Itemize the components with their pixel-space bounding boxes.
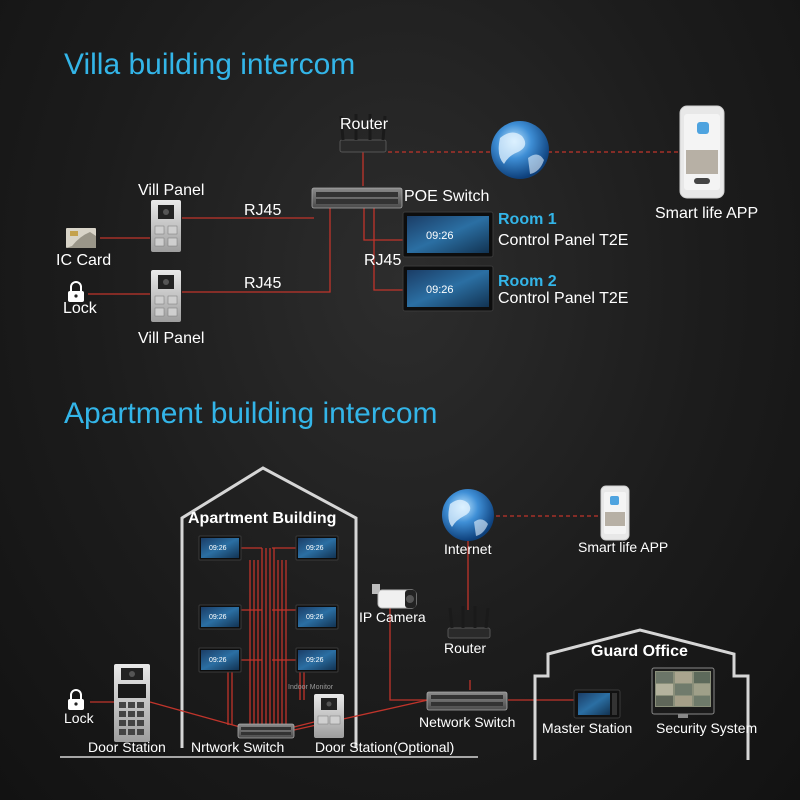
indoor-monitor-3-time: 09:26 [209,614,227,621]
nrtwork-switch-label: Nrtwork Switch [191,739,284,755]
apartment-smart-app-label: Smart life APP [578,539,668,555]
room1-desc: Control Panel T2E [498,232,628,249]
apartment-smartphone-icon [600,485,630,541]
room2-desc: Control Panel T2E [498,290,628,307]
villa-lock-label: Lock [63,300,98,317]
door-station-optional [314,694,344,738]
room2-name: Room 2 [498,273,557,290]
indoor-monitor-4-time: 09:26 [306,614,324,621]
indoor-monitor-6: 09:26 [295,647,339,673]
room2-screen-time: 09:26 [426,284,454,296]
villa-wiring [88,150,686,295]
security-system-monitor [651,667,715,718]
master-station [573,689,621,719]
door-station-optional-label: Door Station(Optional) [315,739,454,755]
apartment-router [447,606,491,639]
door-station [114,664,150,742]
villa-router-label: Router [340,116,389,133]
ic-card-label: IC Card [56,252,111,269]
villa-smart-app-label: Smart life APP [655,205,758,222]
guard-office-label: Guard Office [591,643,688,660]
villa-poe-switch-label: POE Switch [404,188,489,205]
internet-label: Internet [444,541,492,557]
indoor-monitor-1-time: 09:26 [209,545,227,552]
villa-vill-panel-bottom [151,270,181,322]
villa-vill-panel-top [151,200,181,252]
indoor-monitor-1: 09:26 [198,535,242,561]
master-station-label: Master Station [542,720,632,736]
indoor-monitor-4: 09:26 [295,604,339,630]
network-switch-label: Network Switch [419,714,515,730]
room1-name: Room 1 [498,211,557,228]
apartment-wiring [90,515,604,731]
apartment-building-outline [180,466,358,748]
indoor-monitor-2: 09:26 [295,535,339,561]
villa-router [339,114,387,153]
villa-lock-icon [68,281,84,302]
villa-rj45-bottom-label: RJ45 [244,275,281,292]
guard-office-outline [533,628,750,760]
security-system-label: Security System [656,720,757,736]
indoor-monitor-5: 09:26 [198,647,242,673]
door-station-label: Door Station [88,739,166,755]
network-switch [426,691,508,711]
building-network-switch [237,723,295,739]
indoor-monitor-label: Indoor Monitor [288,684,334,691]
apartment-lock-label: Lock [64,710,95,726]
apartment-building-label: Apartment Building [188,510,336,527]
apartment-title: Apartment building intercom [64,397,438,430]
room1-control-panel: 09:26 [402,211,494,258]
villa-globe-icon [491,121,549,179]
villa-vill-panel-top-label: Vill Panel [138,182,204,199]
internet-globe-icon [442,489,494,541]
indoor-monitor-6-time: 09:26 [306,657,324,664]
villa-title: Villa building intercom [64,48,355,81]
ic-card-icon [66,228,96,248]
villa-vill-panel-bottom-label: Vill Panel [138,330,204,347]
indoor-monitor-5-time: 09:26 [209,657,227,664]
villa-rj45-top-label: RJ45 [244,202,281,219]
room2-control-panel: 09:26 [402,265,494,312]
ip-camera-icon [372,584,417,609]
villa-rj45-mid-label: RJ45 [364,252,401,269]
ip-camera-label: IP Camera [359,609,426,625]
indoor-monitor-2-time: 09:26 [306,545,324,552]
apartment-lock-icon [68,689,84,710]
villa-poe-switch [311,187,403,209]
indoor-monitor-3: 09:26 [198,604,242,630]
room1-screen-time: 09:26 [426,230,454,242]
villa-smartphone-icon [679,105,725,199]
apartment-router-label: Router [444,640,486,656]
